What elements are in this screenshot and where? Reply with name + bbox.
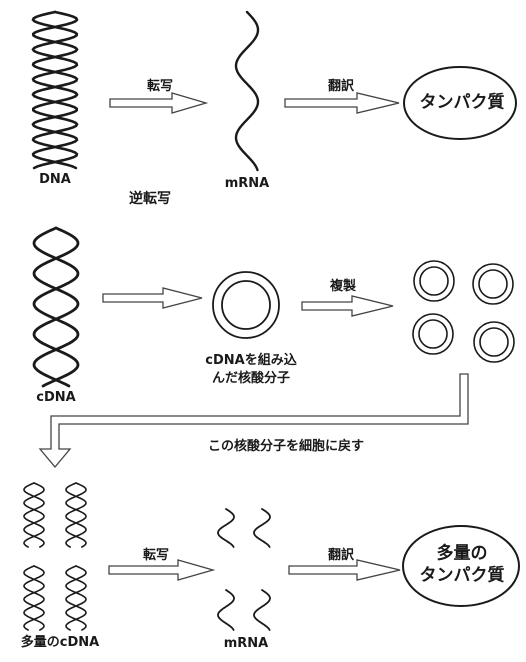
return-label: この核酸分子を細胞に戻す — [207, 439, 365, 454]
cdna-copy — [23, 482, 45, 548]
cdna-copy — [65, 482, 87, 548]
reverse-transcription-label: 逆転写 — [129, 191, 171, 207]
transcription-label: 転写 — [147, 79, 174, 94]
plasmid-circle — [212, 271, 280, 339]
transcription-arrow-1 — [109, 92, 209, 114]
mrna-copy — [253, 508, 271, 548]
mrna-copy — [217, 508, 235, 548]
replicated-plasmid — [413, 260, 455, 302]
dna-label: DNA — [39, 172, 71, 187]
many-protein-line2: タンパク質 — [419, 565, 505, 586]
transcription-label-2: 転写 — [143, 548, 170, 563]
replicated-plasmid — [412, 313, 454, 355]
replication-arrow — [301, 295, 394, 317]
mrna-copy — [253, 589, 271, 631]
plasmid-label-line1: cDNAを組み込 — [205, 353, 297, 368]
plasmid-label-line2: んだ核酸分子 — [211, 371, 291, 386]
protein-label: タンパク質 — [419, 92, 505, 113]
mrna-copy — [217, 589, 235, 631]
return-arrow — [38, 373, 469, 469]
translation-label: 翻訳 — [328, 79, 355, 94]
many-protein-oval — [402, 525, 520, 607]
replicated-plasmid — [473, 321, 515, 363]
mrna-strand — [234, 10, 260, 172]
cdna-double-helix — [32, 226, 80, 388]
translation-label-2: 翻訳 — [328, 548, 355, 563]
integration-arrow — [102, 287, 203, 309]
cdna-label: cDNA — [36, 390, 76, 405]
dna-double-helix — [31, 10, 79, 170]
many-cdna-label: 多量のcDNA — [20, 635, 100, 650]
replicated-plasmid — [472, 263, 514, 305]
translation-arrow-1 — [284, 92, 400, 114]
protein-oval — [403, 66, 517, 140]
mrna-label: mRNA — [224, 176, 270, 191]
many-protein-line1: 多量の — [436, 543, 488, 564]
cdna-copy — [65, 565, 87, 631]
translation-arrow-2 — [288, 559, 401, 581]
transcription-arrow-2 — [108, 559, 216, 581]
replication-label: 複製 — [330, 279, 357, 294]
cdna-copy — [23, 565, 45, 631]
mrna-label-2: mRNA — [223, 636, 269, 651]
